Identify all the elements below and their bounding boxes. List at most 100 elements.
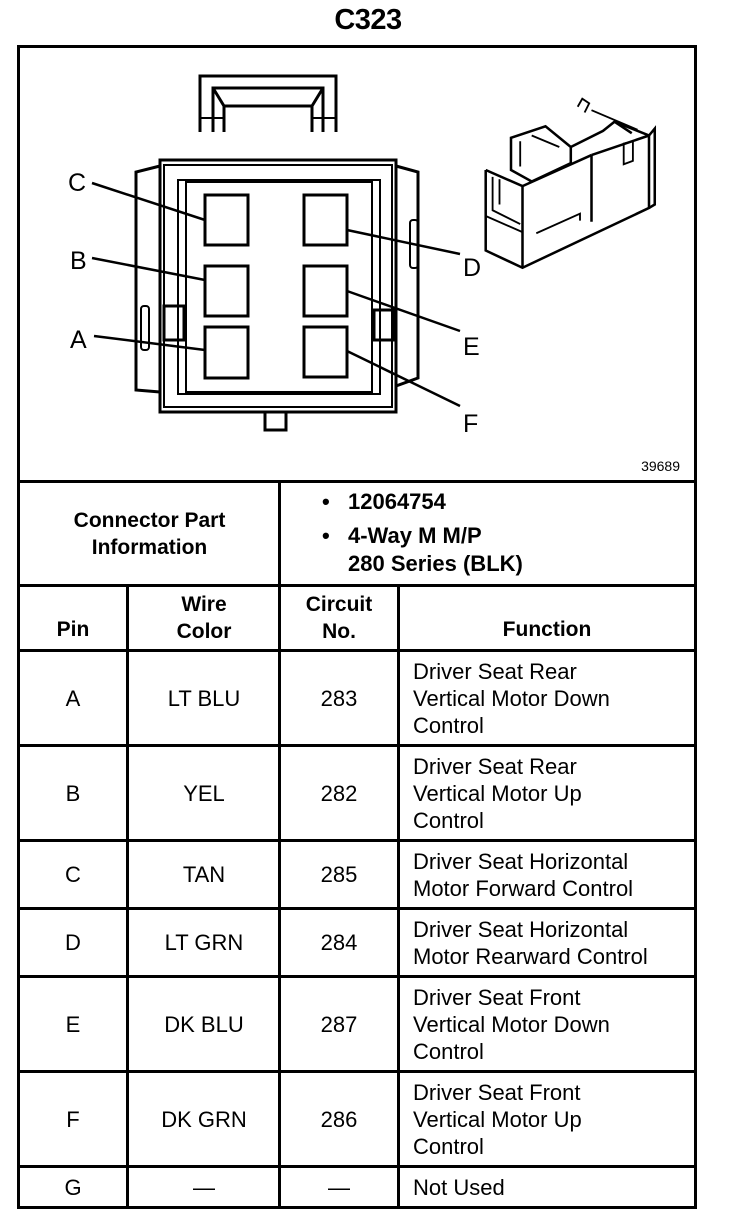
- cell-wire-color: LT BLU: [128, 652, 280, 744]
- bullet: •: [322, 489, 330, 514]
- part-info-divider: [278, 483, 281, 584]
- column-header-pin: Pin: [20, 587, 126, 649]
- function-line: Driver Seat Horizontal: [413, 848, 629, 874]
- column-header-wire-color-line2: Color: [176, 620, 232, 643]
- pin-value: C: [65, 862, 81, 887]
- callout-f: F: [463, 410, 478, 438]
- circuit-value: —: [328, 1174, 350, 1200]
- circuit-value: 283: [320, 685, 358, 711]
- cell-circuit: —: [280, 1168, 398, 1206]
- cell-circuit: 283: [280, 652, 398, 744]
- function-line: Vertical Motor Down: [413, 685, 610, 711]
- part-number-item: • 12064754: [282, 488, 692, 516]
- connector-face-diagram: C B A D E F: [68, 74, 657, 438]
- function-line: Vertical Motor Up: [413, 1106, 582, 1132]
- wire-color-value: LT BLU: [167, 685, 241, 711]
- row-rule: [17, 907, 697, 910]
- function-text: Not Used: [413, 1174, 505, 1201]
- row-rule: [17, 744, 697, 747]
- wire-color-value: YEL: [183, 780, 225, 806]
- figure-divider: [17, 480, 697, 483]
- function-line: Driver Seat Front: [413, 984, 581, 1010]
- function-line: Control: [413, 807, 484, 833]
- cell-pin: C: [20, 842, 126, 907]
- pin-value: F: [66, 1106, 80, 1132]
- function-line: Motor Forward Control: [413, 875, 634, 901]
- connector-part-info-label-line1: Connector Part: [73, 508, 226, 532]
- cell-pin: B: [20, 747, 126, 839]
- function-line: Control: [413, 1133, 484, 1159]
- connector-part-info-label-line2: Information: [91, 535, 208, 559]
- wire-color-value: LT GRN: [164, 930, 244, 955]
- callout-c: C: [68, 169, 86, 197]
- part-info-bottom-rule: [17, 584, 697, 587]
- circuit-value: 282: [320, 780, 358, 806]
- function-line: Motor Rearward Control: [413, 943, 648, 969]
- callout-b: B: [70, 247, 87, 275]
- wire-color-value: DK BLU: [164, 1011, 244, 1037]
- column-header-circuit-line1: Circuit: [305, 593, 373, 616]
- column-header-wire-color: Wire Color: [128, 587, 280, 649]
- column-header-function: Function: [400, 587, 694, 649]
- part-number: 12064754: [348, 489, 446, 514]
- pin-value: G: [64, 1174, 82, 1200]
- wire-color-value: TAN: [182, 862, 226, 887]
- cell-circuit: 282: [280, 747, 398, 839]
- column-header-function-label: Function: [502, 618, 592, 641]
- connector-isometric-view: [484, 97, 657, 270]
- cell-circuit: 284: [280, 910, 398, 975]
- cell-wire-color: LT GRN: [128, 910, 280, 975]
- column-header-wire-color-line1: Wire: [181, 593, 227, 616]
- cell-wire-color: YEL: [128, 747, 280, 839]
- row-rule: [17, 1165, 697, 1168]
- part-description-line2: 280 Series (BLK): [348, 551, 523, 576]
- pin-value: D: [65, 930, 81, 955]
- function-line: Control: [413, 1038, 484, 1064]
- function-line: Driver Seat Rear: [413, 658, 577, 684]
- row-rule: [17, 1206, 697, 1209]
- circuit-value: 287: [320, 1011, 358, 1037]
- cell-circuit: 286: [280, 1073, 398, 1165]
- function-line: Driver Seat Rear: [413, 753, 577, 779]
- cell-wire-color: DK GRN: [128, 1073, 280, 1165]
- circuit-value: 286: [320, 1106, 358, 1132]
- part-description-line1: 4-Way M M/P: [348, 523, 482, 548]
- function-line: Driver Seat Horizontal: [413, 916, 629, 942]
- part-description-item: • 4-Way M M/P: [282, 522, 692, 550]
- cell-circuit: 285: [280, 842, 398, 907]
- connector-part-info-values: • 12064754 • 4-Way M M/P 280 Series (BLK…: [282, 488, 692, 578]
- function-line: Driver Seat Front: [413, 1079, 581, 1105]
- pin-cavity-c: [203, 193, 250, 247]
- row-rule: [17, 839, 697, 842]
- cell-pin: G: [20, 1168, 126, 1206]
- column-header-pin-label: Pin: [56, 618, 90, 641]
- connector-title: C323: [334, 4, 402, 36]
- cell-wire-color: —: [128, 1168, 280, 1206]
- cell-pin: D: [20, 910, 126, 975]
- pin-cavity-e: [302, 264, 349, 318]
- cell-wire-color: DK BLU: [128, 978, 280, 1070]
- callout-d: D: [463, 254, 481, 282]
- pin-cavity-b: [203, 264, 250, 318]
- pin-cavity-d: [302, 193, 349, 247]
- cell-wire-color: TAN: [128, 842, 280, 907]
- cell-circuit: 287: [280, 978, 398, 1070]
- function-line: Control: [413, 712, 484, 738]
- circuit-value: 285: [320, 862, 358, 887]
- function-line: Not Used: [413, 1174, 505, 1200]
- callout-a: A: [70, 326, 87, 354]
- function-line: Vertical Motor Up: [413, 780, 582, 806]
- pin-cavity-f: [302, 325, 349, 379]
- pin-value: A: [65, 685, 81, 711]
- column-rule-2: [278, 587, 281, 1209]
- wire-color-value: DK GRN: [161, 1106, 247, 1132]
- cell-pin: A: [20, 652, 126, 744]
